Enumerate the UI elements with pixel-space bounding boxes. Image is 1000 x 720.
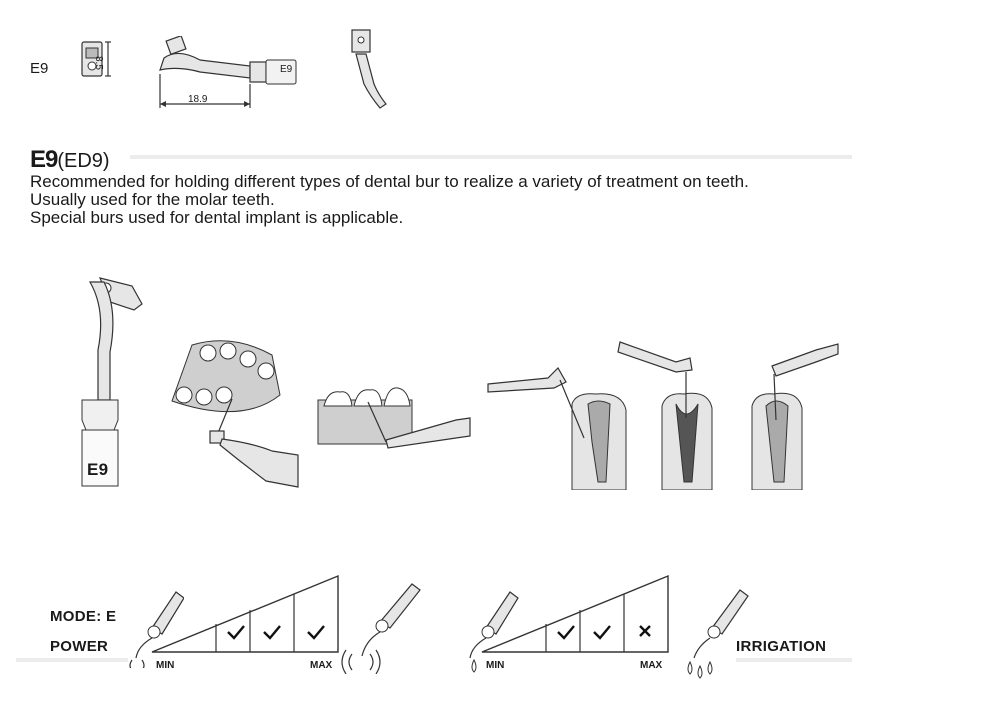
tip-label: E9 bbox=[280, 64, 293, 75]
tip-side-view-icon bbox=[159, 36, 297, 108]
irrigation-scale-icon bbox=[481, 574, 669, 653]
power-min-label: MIN bbox=[156, 660, 175, 671]
mode-label: MODE: E bbox=[50, 608, 117, 625]
product-alias: (ED9) bbox=[57, 150, 110, 172]
irrigation-max-label: MAX bbox=[640, 660, 663, 671]
power-level-1-check-icon bbox=[227, 625, 245, 640]
handpiece-high-power-icon bbox=[341, 583, 421, 674]
irrigation-min-label: MIN bbox=[486, 660, 505, 671]
tip-angled-view-icon bbox=[351, 29, 387, 109]
irrigation-level-1-check-icon bbox=[557, 625, 575, 640]
tip-code: E9 bbox=[30, 60, 49, 77]
irrigation-high-icon bbox=[687, 589, 749, 679]
title-divider bbox=[130, 155, 852, 159]
tip-front-view-icon bbox=[81, 41, 111, 77]
bottom-rule-right bbox=[736, 658, 852, 662]
irrigation-level-2-check-icon bbox=[593, 625, 611, 640]
dim-length: 18.9 bbox=[188, 94, 208, 105]
irrigation-low-icon bbox=[469, 591, 519, 673]
product-name: E9 bbox=[30, 146, 58, 173]
tip-large-drawing-icon bbox=[81, 277, 143, 487]
power-level-2-check-icon bbox=[263, 625, 281, 640]
power-label: POWER bbox=[50, 638, 109, 655]
tip-engraving: E9 bbox=[87, 460, 109, 479]
root-canal-illustrations-icon bbox=[487, 341, 839, 490]
product-title: E9(ED9) bbox=[30, 146, 110, 174]
power-level-3-check-icon bbox=[307, 625, 325, 640]
dim-height: 8.5 bbox=[93, 56, 104, 70]
irrigation-level-3-cross-icon bbox=[639, 625, 651, 637]
lower-teeth-illustration-icon bbox=[317, 387, 471, 449]
jaw-treatment-illustration-icon bbox=[171, 340, 299, 488]
power-max-label: MAX bbox=[310, 660, 333, 671]
description-line: Usually used for the molar teeth. bbox=[30, 190, 275, 209]
irrigation-label: IRRIGATION bbox=[736, 638, 827, 655]
bottom-rule-left bbox=[16, 658, 128, 662]
description-line: Recommended for holding different types … bbox=[30, 172, 749, 191]
product-description: Recommended for holding different types … bbox=[30, 173, 749, 227]
handpiece-low-power-icon bbox=[129, 591, 184, 668]
power-scale-icon bbox=[151, 574, 339, 653]
description-line: Special burs used for dental implant is … bbox=[30, 208, 404, 227]
